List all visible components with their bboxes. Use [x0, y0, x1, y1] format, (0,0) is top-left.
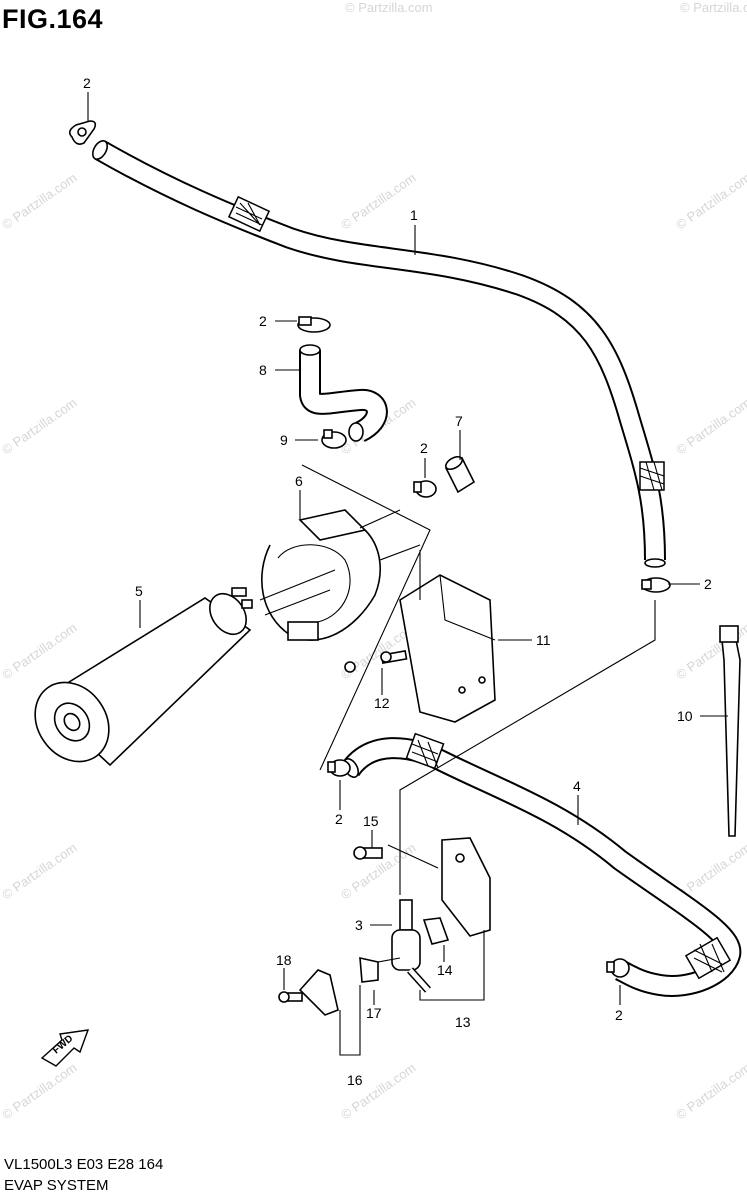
- joint-7: [444, 455, 476, 494]
- fwd-direction-marker: FWD: [40, 1029, 90, 1067]
- watermark: © Partzilla.com: [0, 395, 79, 458]
- callout-3: 3: [355, 917, 363, 933]
- watermark: © Partzilla.com: [0, 840, 79, 903]
- tie-strap-10: [719, 625, 741, 837]
- clamp-2-mid: [413, 480, 437, 498]
- hose-4: [340, 732, 742, 997]
- bolt-12: [380, 650, 408, 664]
- callout-8: 8: [259, 362, 267, 378]
- watermark: © Partzilla.com: [0, 620, 79, 683]
- washer: [344, 661, 356, 673]
- watermark: © Partzilla.com: [0, 170, 79, 233]
- callout-1: 1: [410, 207, 418, 223]
- callout-13: 13: [455, 1014, 471, 1030]
- watermark: © Partzilla.com: [345, 0, 433, 15]
- callout-2: 2: [615, 1007, 623, 1023]
- watermark: © Partzilla.com: [673, 170, 747, 233]
- callout-2: 2: [335, 811, 343, 827]
- callout-12: 12: [374, 695, 390, 711]
- callout-2: 2: [704, 576, 712, 592]
- callout-18: 18: [276, 952, 292, 968]
- leader-lines: [87, 92, 728, 1056]
- watermark: © Partzilla.com: [680, 0, 747, 15]
- watermark: © Partzilla.com: [338, 1060, 418, 1123]
- callout-16: 16: [347, 1072, 363, 1088]
- clamp-16: [298, 969, 339, 1016]
- cover-11: [399, 574, 496, 723]
- callout-17: 17: [366, 1005, 382, 1021]
- clamp-9: [321, 429, 347, 449]
- callout-2: 2: [420, 440, 428, 456]
- bolt-15: [353, 846, 383, 860]
- clamp-2-bottom: [606, 958, 630, 978]
- callout-5: 5: [135, 583, 143, 599]
- bolt-18: [278, 991, 303, 1003]
- clip-14: [422, 917, 450, 945]
- clamp-2-top: [68, 120, 97, 145]
- clamp-2-hose8: [297, 316, 331, 333]
- watermark: © Partzilla.com: [0, 1060, 79, 1123]
- callout-2: 2: [259, 313, 267, 329]
- callout-7: 7: [455, 413, 463, 429]
- footer-figure-code: VL1500L3 E03 E28 164: [4, 1156, 164, 1173]
- figure-title: FIG.164: [2, 4, 104, 34]
- callout-numbers: 2 1 2 8 9 2 7 6 2 5 11 12 10 2 4 15 3 14…: [83, 75, 712, 1088]
- watermark: © Partzilla.com: [338, 170, 418, 233]
- clamp-2-lower: [327, 759, 351, 777]
- clamp-2-right: [641, 577, 671, 593]
- callout-9: 9: [280, 432, 288, 448]
- callout-2: 2: [83, 75, 91, 91]
- holder-6: [261, 509, 381, 641]
- callout-11: 11: [536, 632, 551, 648]
- footer-system-name: EVAP SYSTEM: [4, 1177, 109, 1194]
- watermark: © Partzilla.com: [673, 395, 747, 458]
- callout-14: 14: [437, 962, 453, 978]
- bracket-13: [441, 837, 491, 937]
- callout-10: 10: [677, 708, 693, 724]
- canister-5: [34, 587, 253, 767]
- callout-4: 4: [573, 778, 581, 794]
- callout-15: 15: [363, 813, 379, 829]
- valve-3: [391, 899, 431, 993]
- guide-lines: [259, 464, 656, 963]
- callout-6: 6: [295, 473, 303, 489]
- hose-1: [91, 140, 666, 568]
- collar-17: [359, 956, 379, 983]
- watermark: © Partzilla.com: [673, 1060, 747, 1123]
- hose-8: [299, 344, 388, 442]
